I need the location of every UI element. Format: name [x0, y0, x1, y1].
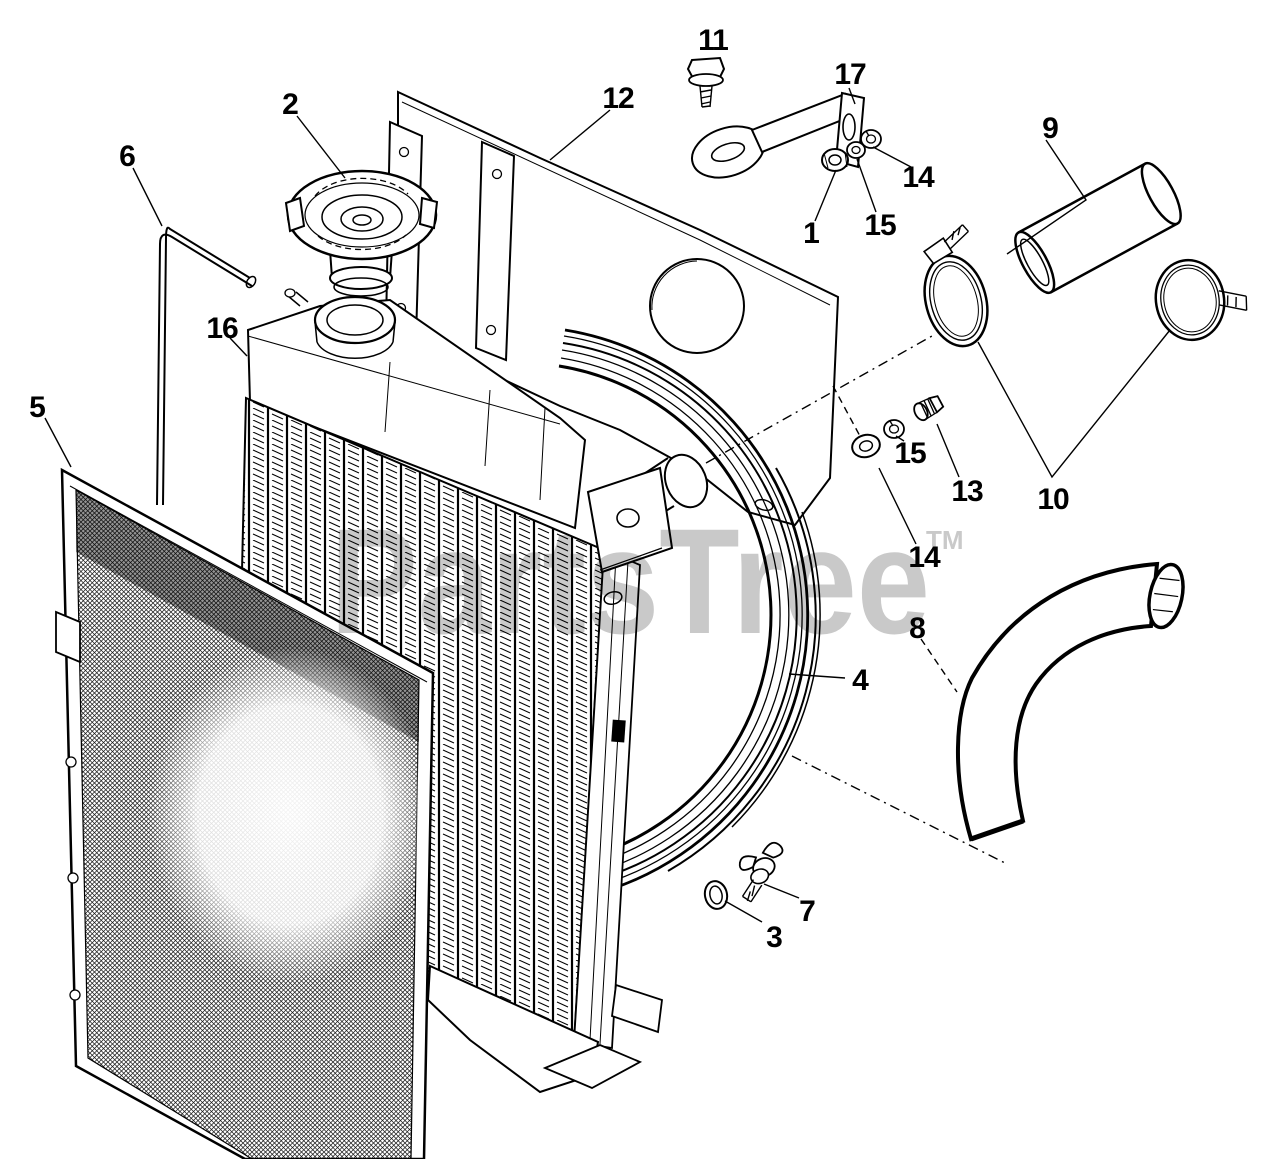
overflow-tube: [156, 226, 257, 506]
screen-latch: [55, 610, 81, 664]
callout-10: 10: [1037, 483, 1069, 516]
callout-5: 5: [29, 391, 45, 424]
drain-grommet: [703, 880, 729, 910]
watermark-text: PartsTree: [330, 497, 930, 665]
callout-4: 4: [852, 664, 869, 697]
hose-clamp-left: [922, 224, 989, 348]
flange-bolt: [686, 56, 726, 108]
callout-17: 17: [834, 58, 866, 91]
callout-11: 11: [698, 24, 728, 57]
leader-lines: [44, 87, 1171, 923]
upper-hose-tube: [1014, 161, 1182, 295]
callout-1: 1: [803, 217, 819, 250]
washer-upper: [846, 141, 866, 159]
drain-petcock: [738, 841, 784, 903]
screen-light-spot: [148, 647, 432, 983]
callout-16: 16: [206, 312, 238, 345]
filler-neck: [313, 295, 397, 359]
callout-2: 2: [282, 88, 298, 121]
inlet-neck: [586, 453, 709, 605]
callout-13: 13: [951, 475, 983, 508]
fan-shroud-ring: [558, 328, 821, 896]
lock-washer-mid: [851, 433, 881, 459]
bolt-mid: [913, 395, 945, 422]
callout-15b: 15: [894, 437, 926, 470]
callout-3: 3: [766, 921, 782, 954]
callout-9: 9: [1042, 112, 1058, 145]
callout-14b: 14: [908, 541, 941, 574]
lock-washer-upper: [860, 129, 882, 149]
callout-6: 6: [119, 140, 135, 173]
upper-bracket: [691, 91, 866, 179]
callout-8: 8: [909, 612, 925, 645]
hose-clamp-right: [1154, 258, 1248, 342]
radiator-cap: [284, 169, 439, 297]
callout-12: 12: [602, 82, 634, 115]
hex-nut: [821, 148, 849, 172]
debris-screen: [55, 467, 435, 1159]
callout-15a: 15: [864, 209, 896, 242]
lower-hose: [955, 561, 1185, 842]
callout-7: 7: [799, 895, 815, 928]
watermark-tm: TM: [926, 525, 964, 555]
callout-14a: 14: [902, 161, 935, 194]
washer-mid: [883, 419, 905, 439]
